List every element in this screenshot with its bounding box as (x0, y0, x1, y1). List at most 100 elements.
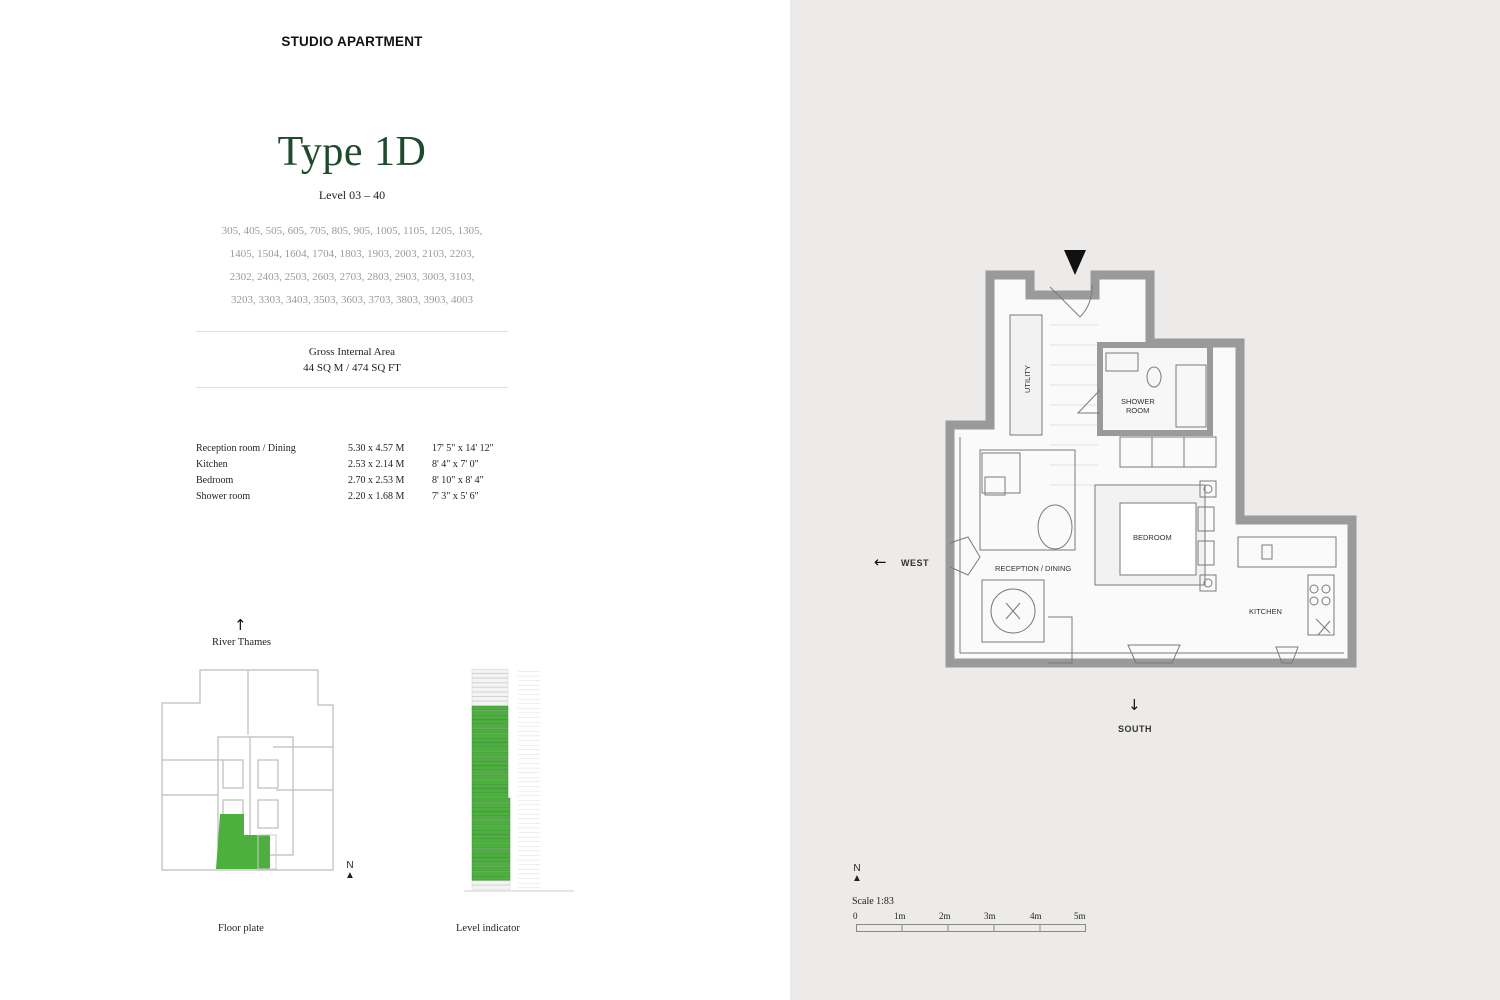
level-floor-bar (471, 714, 509, 720)
level-indicator-diagram (464, 668, 574, 892)
room-metric-size: 2.70 x 2.53 M (348, 475, 405, 486)
arrow-down-icon: ↓ (1128, 696, 1141, 714)
level-floor-bar (471, 678, 509, 683)
scale-tick-label: 3m (984, 911, 996, 921)
level-floor-bar (471, 779, 509, 784)
level-floor-bar (471, 866, 511, 872)
left-info-panel (0, 0, 790, 1000)
level-floor-bar (471, 885, 511, 890)
scale-title: Scale 1:83 (852, 896, 894, 907)
room-row: Reception room / Dining 5.30 x 4.57 M 17… (196, 443, 516, 459)
level-floor-bar (471, 834, 511, 840)
divider (196, 331, 508, 332)
level-floor-bar (471, 691, 509, 697)
level-floor-bar (471, 710, 509, 715)
room-label-shower: SHOWER (1121, 397, 1155, 406)
gia-value: 44 SQ M / 474 SQ FT (303, 362, 401, 374)
entrance-marker-icon (1064, 250, 1086, 275)
room-label-shower-2: ROOM (1126, 406, 1149, 415)
level-floor-bar (471, 747, 509, 752)
scale-bar (856, 924, 1086, 932)
level-floor-bar (471, 687, 509, 692)
level-floor-bar (471, 774, 509, 780)
north-label: N (346, 860, 354, 871)
level-floor-bar (471, 816, 511, 821)
level-floor-bar (471, 756, 509, 761)
unit-numbers-line: 305, 405, 505, 605, 705, 805, 905, 1005,… (221, 225, 483, 237)
level-floor-bar (471, 793, 509, 798)
arrow-left-icon: ← (874, 553, 887, 571)
unit-numbers-list: 305, 405, 505, 605, 705, 805, 905, 1005,… (190, 220, 514, 312)
north-arrow-icon: ▲ (345, 870, 355, 881)
room-metric-size: 5.30 x 4.57 M (348, 443, 405, 454)
level-floor-bar (471, 871, 511, 876)
scale-tick-label: 2m (939, 911, 951, 921)
room-row: Shower room 2.20 x 1.68 M 7' 3" x 5' 6" (196, 491, 516, 507)
unit-numbers-line: 1405, 1504, 1604, 1704, 1803, 1903, 2003… (229, 248, 475, 260)
room-label-utility: UTILITY (1023, 365, 1032, 393)
room-name: Reception room / Dining (196, 443, 296, 454)
level-floor-bar (471, 682, 509, 688)
room-imperial-size: 7' 3" x 5' 6" (432, 491, 479, 502)
level-floor-bar (471, 728, 509, 734)
level-floor-bar (471, 724, 509, 729)
apartment-floor-plan: UTILITY SHOWER ROOM BEDROOM RECEPTION / … (945, 250, 1357, 668)
level-floor-bar (471, 806, 511, 812)
gia-label: Gross Internal Area (308, 346, 396, 358)
floor-plate-diagram (161, 669, 334, 871)
level-floor-bar (471, 733, 509, 738)
scale-tick-label: 1m (894, 911, 906, 921)
room-label-bedroom: BEDROOM (1133, 533, 1172, 542)
level-floor-bar (471, 852, 511, 858)
level-floor-bar (471, 880, 511, 886)
level-floor-bar (471, 857, 511, 863)
north-arrow-icon: ▲ (852, 873, 862, 884)
room-imperial-size: 8' 4" x 7' 0" (432, 459, 479, 470)
page-header-label: STUDIO APARTMENT (281, 34, 423, 49)
level-floor-bar (471, 802, 511, 807)
scale-block: N ▲ Scale 1:83 0 1m 2m 3m 4m 5m (852, 862, 1092, 942)
level-floor-bar (471, 701, 509, 706)
floor-plate-caption: Floor plate (218, 923, 264, 934)
level-floor-bar (471, 875, 511, 881)
level-floor-bar (471, 843, 511, 849)
north-label: N (853, 863, 861, 874)
room-label-reception: RECEPTION / DINING (995, 564, 1071, 573)
floor-plate-north-marker: N ▲ (345, 861, 355, 881)
room-name: Shower room (196, 491, 251, 502)
level-indicator-caption: Level indicator (456, 923, 520, 934)
south-label: SOUTH (1118, 724, 1152, 734)
west-label: WEST (901, 558, 929, 568)
divider (196, 387, 508, 388)
level-floor-bar (471, 825, 511, 830)
level-floor-bar (471, 705, 509, 711)
river-thames-label: River Thames (212, 637, 272, 648)
level-floor-bar (471, 829, 511, 835)
room-metric-size: 2.20 x 1.68 M (348, 491, 405, 502)
scale-tick-label: 0 (853, 911, 858, 921)
level-floor-bar (471, 848, 511, 853)
room-metric-size: 2.53 x 2.14 M (348, 459, 405, 470)
room-name: Bedroom (196, 475, 234, 486)
level-floor-bar (471, 811, 511, 817)
room-row: Kitchen 2.53 x 2.14 M 8' 4" x 7' 0" (196, 459, 516, 475)
room-imperial-size: 17' 5" x 14' 12" (432, 443, 494, 454)
level-floor-bar (471, 696, 509, 702)
level-floor-bar (471, 765, 509, 771)
level-floor-bar (471, 751, 509, 757)
level-floor-bar (471, 839, 511, 844)
level-floor-bar (471, 820, 511, 826)
plan-north-marker: N ▲ (852, 864, 862, 884)
level-floor-bar (471, 737, 509, 743)
unit-type-title: Type 1D (277, 129, 427, 175)
arrow-up-icon: ↑ (234, 616, 247, 634)
level-floor-bar (471, 760, 509, 766)
scale-tick-label: 4m (1030, 911, 1042, 921)
scale-tick-label: 5m (1074, 911, 1086, 921)
level-floor-bar (471, 673, 509, 679)
unit-numbers-line: 2302, 2403, 2503, 2603, 2703, 2803, 2903… (229, 271, 475, 283)
level-floor-bar (471, 797, 511, 803)
level-floor-bar (471, 668, 509, 674)
room-label-kitchen: KITCHEN (1249, 607, 1282, 616)
unit-numbers-line: 3203, 3303, 3403, 3503, 3603, 3703, 3803… (231, 294, 473, 306)
